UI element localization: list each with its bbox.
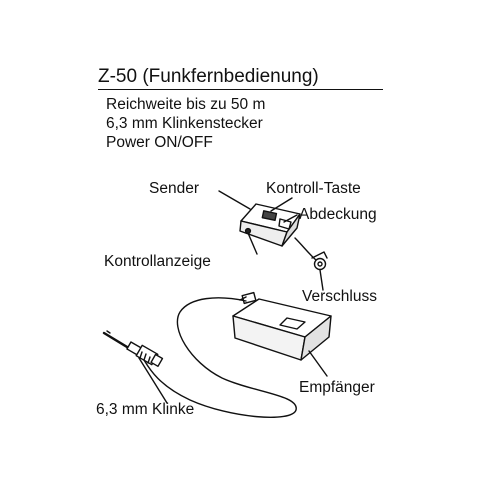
spec-power: Power ON/OFF bbox=[106, 134, 213, 151]
receiver-illustration bbox=[232, 291, 332, 361]
jack-plug-illustration bbox=[102, 330, 164, 368]
label-verschluss: Verschluss bbox=[302, 288, 377, 305]
page-title: Z-50 (Funkfernbedienung) bbox=[98, 66, 319, 87]
label-kontrollanzeige: Kontrollanzeige bbox=[104, 253, 211, 270]
transmitter-illustration bbox=[239, 203, 328, 271]
label-sender: Sender bbox=[149, 180, 199, 197]
leader-klinke bbox=[138, 357, 168, 404]
label-abdeckung: Abdeckung bbox=[299, 206, 377, 223]
leader-empfaenger bbox=[308, 350, 328, 377]
leader-kontrollanzeige bbox=[247, 232, 258, 255]
leader-verschluss bbox=[319, 269, 324, 291]
leader-kontroll-taste bbox=[270, 197, 293, 212]
spec-jack-plug: 6,3 mm Klinkenstecker bbox=[106, 115, 263, 132]
label-kontroll-taste: Kontroll-Taste bbox=[266, 180, 361, 197]
leader-abdeckung bbox=[283, 214, 298, 223]
label-empfaenger: Empfänger bbox=[299, 379, 375, 396]
leader-sender bbox=[218, 190, 251, 210]
receiver-cable bbox=[143, 297, 297, 418]
label-klinke: 6,3 mm Klinke bbox=[96, 401, 195, 418]
title-underline bbox=[98, 89, 383, 90]
spec-range: Reichweite bis zu 50 m bbox=[106, 96, 266, 113]
